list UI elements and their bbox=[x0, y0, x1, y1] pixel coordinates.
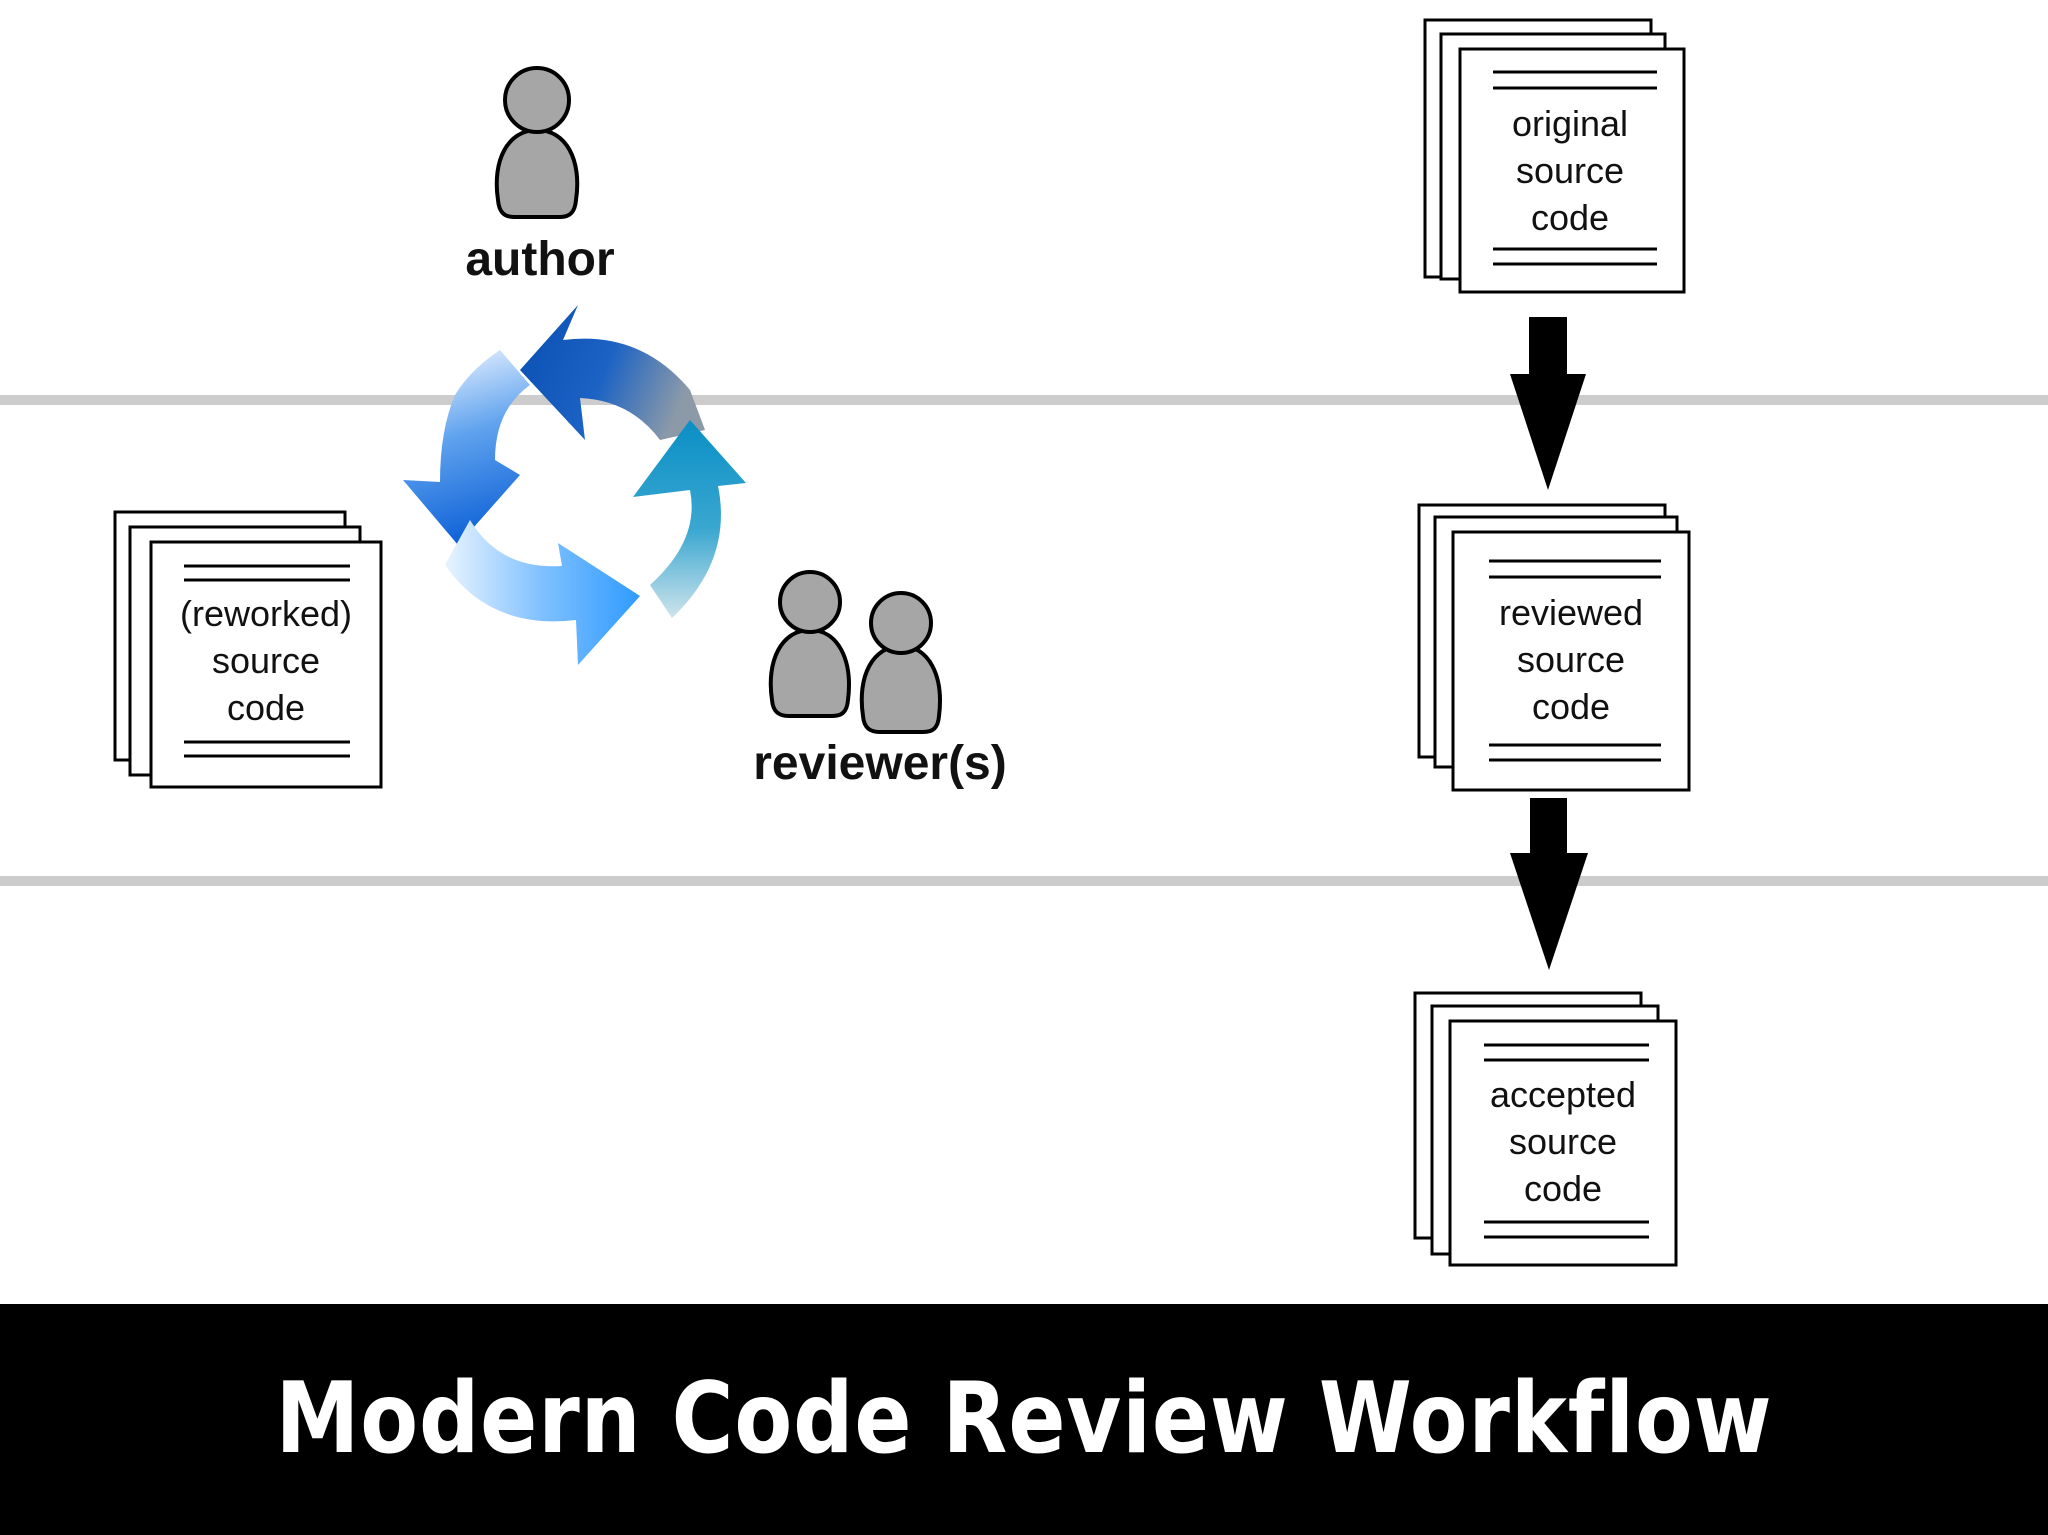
reviewed-source-code-label: reviewed source code bbox=[1498, 592, 1644, 727]
down-arrow-icon bbox=[1510, 798, 1588, 970]
divider-line-top bbox=[0, 395, 2048, 405]
reworked-source-code-label: (reworked) source code bbox=[179, 593, 353, 728]
original-source-code-label: original source code bbox=[1511, 103, 1629, 238]
accepted-source-code-label: accepted source code bbox=[1489, 1074, 1637, 1209]
document-stack-icon bbox=[1413, 991, 1678, 1267]
title-banner: Modern Code Review Workflow bbox=[0, 1304, 2048, 1535]
author-label: author bbox=[465, 233, 615, 286]
down-arrow-icon bbox=[1510, 317, 1586, 490]
person-icon bbox=[494, 66, 580, 219]
document-stack-icon bbox=[1417, 503, 1691, 792]
cycle-arrows-icon bbox=[403, 305, 746, 665]
reviewers-label: reviewer(s) bbox=[753, 737, 1007, 790]
document-stack-icon bbox=[1423, 18, 1686, 294]
person-icon bbox=[768, 570, 851, 718]
document-stack-icon bbox=[113, 510, 383, 789]
page-title: Modern Code Review Workflow bbox=[275, 1362, 1773, 1476]
divider-line-bottom bbox=[0, 876, 2048, 886]
person-icon bbox=[859, 591, 942, 734]
